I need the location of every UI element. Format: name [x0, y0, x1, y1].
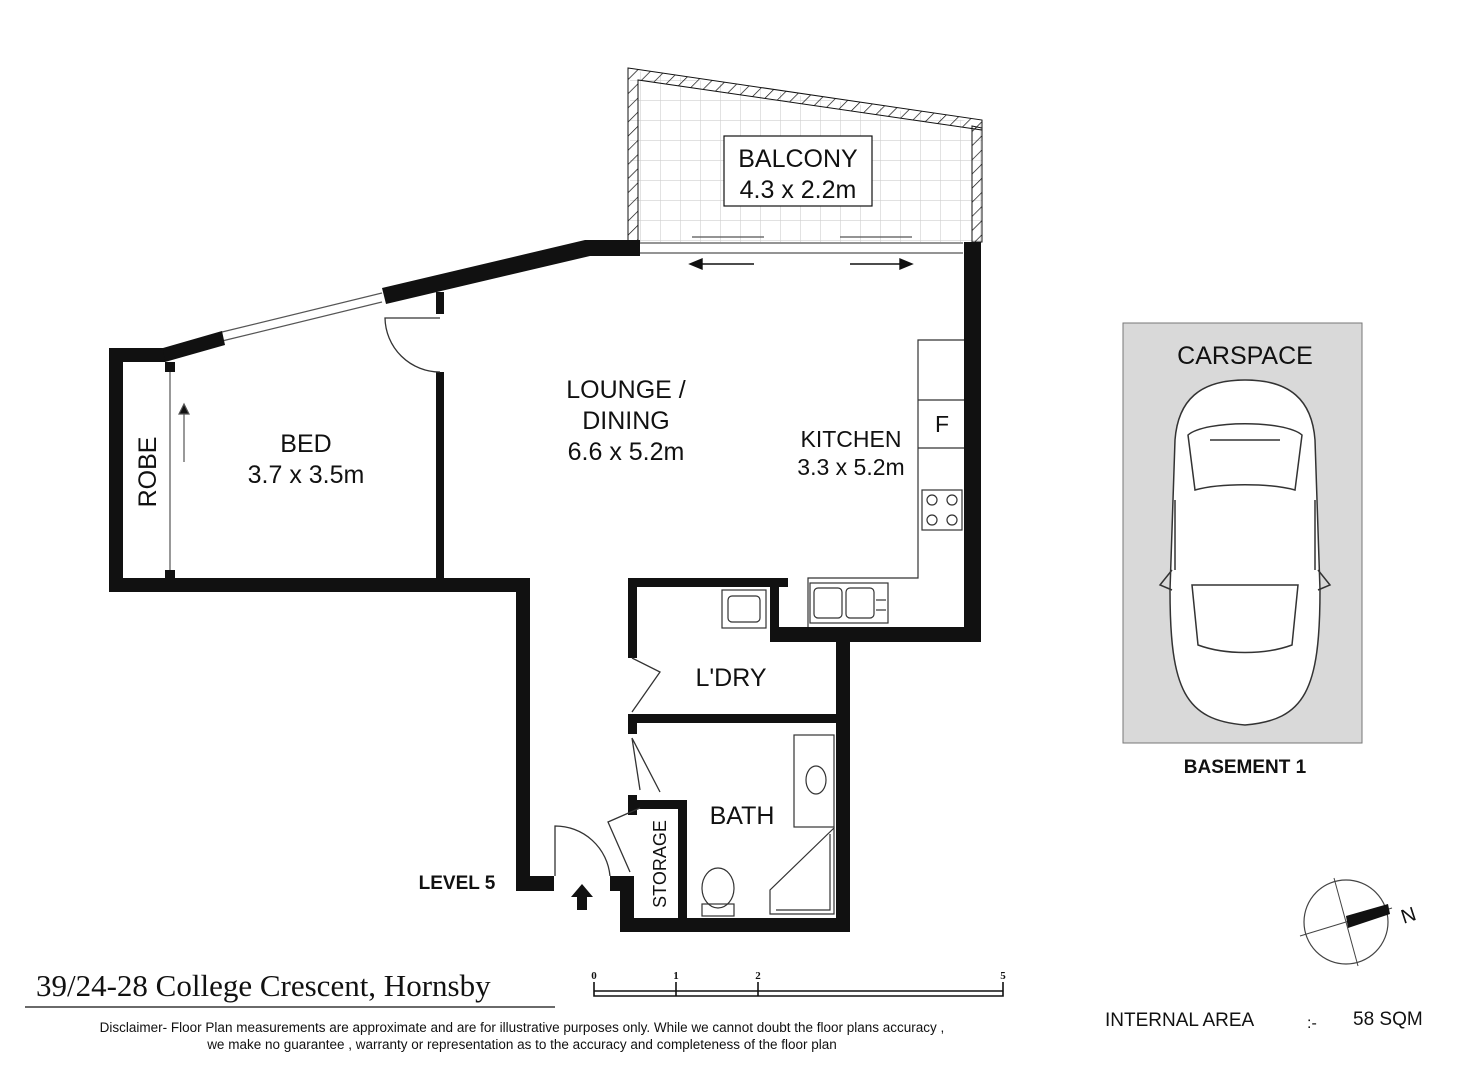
- car-icon: [1158, 379, 1332, 726]
- lounge-name-1: LOUNGE /: [566, 376, 686, 404]
- doors: [384, 317, 661, 877]
- kitchen-sink: [809, 582, 889, 624]
- bed-name: BED: [280, 430, 331, 458]
- scale-tick-0: 0: [591, 970, 597, 982]
- balcony-size: 4.3 x 2.2m: [740, 176, 857, 204]
- shower: [769, 826, 835, 915]
- bath-name: BATH: [710, 802, 775, 830]
- storage-door: [607, 807, 641, 873]
- scale-tick-5: 5: [1000, 970, 1006, 982]
- balcony-name: BALCONY: [738, 145, 858, 173]
- laundry-door: [631, 657, 661, 713]
- balcony-label-box: [723, 135, 873, 207]
- disclaimer-line-2: we make no guarantee , warranty or repre…: [206, 1037, 837, 1052]
- laundry-tub: [721, 589, 767, 629]
- level-label: LEVEL 5: [419, 873, 496, 894]
- sliding-door-arrows: [688, 257, 914, 271]
- bath-door: [631, 737, 661, 793]
- bath-fixtures: [701, 734, 835, 917]
- carspace: [1122, 322, 1363, 744]
- compass-circle-icon: [1303, 879, 1389, 965]
- fridge-label: F: [935, 411, 949, 437]
- kitchen-name: KITCHEN: [801, 426, 902, 452]
- toilet: [701, 867, 735, 909]
- disclaimer-line-1: Disclaimer- Floor Plan measurements are …: [100, 1020, 945, 1035]
- internal-area-label: INTERNAL AREA: [1105, 1010, 1255, 1031]
- windows: [221, 236, 963, 342]
- lounge-name-2: DINING: [582, 407, 670, 435]
- entry-arrow-icon: [571, 884, 593, 910]
- internal-area-separator: :-: [1307, 1015, 1317, 1032]
- balcony: [627, 67, 983, 243]
- walls: [109, 240, 981, 932]
- bed-size: 3.7 x 3.5m: [248, 461, 365, 489]
- scale-tick-2: 2: [755, 970, 761, 982]
- address: 39/24-28 College Crescent, Hornsby: [36, 968, 491, 1003]
- robe-door: [169, 372, 190, 570]
- scale-tick-1: 1: [673, 970, 679, 982]
- kitchen-size: 3.3 x 5.2m: [797, 454, 904, 480]
- internal-area-value: 58 SQM: [1353, 1009, 1423, 1030]
- basement-label: BASEMENT 1: [1184, 757, 1307, 778]
- north-label: N: [1398, 903, 1419, 928]
- bed-door: [384, 317, 441, 373]
- lounge-size: 6.6 x 5.2m: [568, 438, 685, 466]
- storage-name: STORAGE: [650, 820, 670, 908]
- kitchen-joinery: [721, 339, 964, 629]
- laundry-name: L'DRY: [695, 664, 766, 692]
- scale-bar: [593, 982, 1004, 997]
- north-arrow: N: [1299, 877, 1419, 967]
- robe-name: ROBE: [134, 437, 162, 508]
- entry-door: [554, 825, 611, 877]
- carspace-name: CARSPACE: [1177, 342, 1313, 370]
- cooktop: [921, 489, 963, 531]
- room-labels: BALCONY 4.3 x 2.2m LOUNGE / DINING 6.6 x…: [134, 145, 1313, 908]
- vanity: [793, 734, 835, 828]
- balcony-balustrade-right: [971, 125, 983, 243]
